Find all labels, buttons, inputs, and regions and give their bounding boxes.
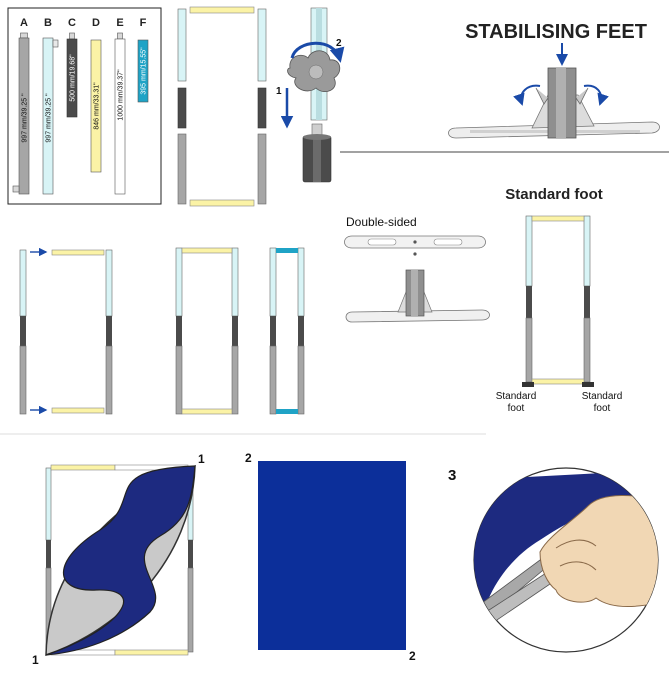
part-f-spec: 395 mm/15.55" [141,47,148,95]
corner-1-bottom: 1 [32,653,39,667]
stabilising-feet-section: STABILISING FEET [448,21,660,139]
standard-foot-left [522,382,534,387]
fabric-panel [258,461,406,650]
part-d-tube: 846 mm/33.31" [90,39,102,173]
part-b-spec: 997 mm/39.25 " [46,93,53,143]
exploded-frame [177,6,267,207]
graphic-fitting-step2: 2 2 [245,451,416,663]
standard-foot-section: Standard foot Standard foot Standard foo… [496,186,623,414]
assembly-frame-step3 [269,247,305,415]
graphic-fitting-step1: 1 1 [32,452,205,667]
part-d-letter: D [92,17,100,29]
corner-1-top: 1 [198,452,205,466]
standard-foot-label-right-1: Standard [582,391,623,402]
standard-foot-label-left-2: foot [508,403,525,414]
part-a-letter: A [20,17,28,29]
part-f-tube: 395 mm/15.55" [137,39,149,103]
assembly-frame-step2 [175,247,239,415]
standard-foot-title: Standard foot [505,186,603,203]
legend-frame [7,7,162,205]
part-e-tube: 1000 mm/39.37" [114,32,126,195]
part-e-letter: E [116,17,123,29]
detail-fabric [474,470,658,610]
standard-foot-label-right-2: foot [594,403,611,414]
parts-legend: A B C D E F 997 mm/39.25 " 997 mm/39.25 … [7,7,162,205]
connector-step-2: 2 [336,38,342,49]
connector-detail: 2 1 [276,7,345,183]
part-d-spec: 846 mm/33.31" [94,82,101,130]
part-c-spec: 500 mm/19.68" [70,54,77,102]
connector-step-1: 1 [276,86,282,97]
part-c-tube: 500 mm/19.68" [66,32,78,118]
double-sided-title: Double-sided [346,215,417,229]
graphic-fitting-step3: 3 [448,467,659,653]
part-b-tube: 997 mm/39.25 " [42,37,59,195]
part-e-spec: 1000 mm/39.37" [118,69,125,121]
part-c-letter: C [68,17,76,29]
standard-foot-right [582,382,594,387]
hand [539,495,658,607]
part-f-letter: F [140,17,147,29]
fabric-front-layer [45,465,196,656]
part-a-tube: 997 mm/39.25 " [12,32,30,195]
rotate-arrow [290,41,345,63]
part-b-letter: B [44,17,52,29]
assembly-frame-step1 [19,247,113,415]
stabilising-feet-title: STABILISING FEET [465,21,647,43]
part-a-spec: 997 mm/39.25 " [22,93,29,143]
double-sided-section: Double-sided [344,215,490,323]
standard-foot-label-left-1: Standard [496,391,537,402]
step-3-label: 3 [448,467,456,484]
corner-2-top: 2 [245,451,252,465]
corner-2-bottom: 2 [409,649,416,663]
